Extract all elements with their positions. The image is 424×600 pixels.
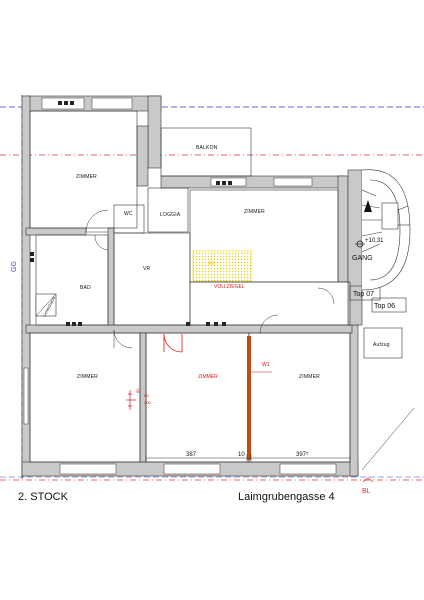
bl-arrow-icon xyxy=(362,477,374,483)
label-loggia: LOGGIA xyxy=(160,212,181,218)
label-zimmer-sw: ZIMMER xyxy=(77,374,98,380)
dimension-397: 397⁵ xyxy=(296,451,309,458)
red-opening-mark xyxy=(126,390,136,410)
new-wall-w1 xyxy=(247,336,251,460)
dimension-line xyxy=(145,454,351,462)
red-door-mark xyxy=(163,333,183,353)
label-bl: BL xyxy=(362,488,371,495)
property-line xyxy=(361,407,415,471)
label-top07: Top 07 xyxy=(353,291,374,298)
label-w1: W1 xyxy=(262,362,270,368)
label-bad: BAD xyxy=(80,285,91,291)
outer-walls xyxy=(21,95,363,477)
address-title: Laimgrubengasse 4 xyxy=(238,491,335,503)
staircase xyxy=(361,169,411,291)
label-zimmer-center: ZIMMER xyxy=(244,209,265,215)
label-vollziegel: VOLLZIEGEL xyxy=(214,284,245,290)
room-outlines xyxy=(29,110,407,463)
windows xyxy=(23,97,337,475)
label-vr: VR xyxy=(143,266,151,272)
light-shaft-diagonal xyxy=(35,293,57,317)
stair-arrow xyxy=(364,200,372,212)
label-elevation: +10,31 xyxy=(365,238,384,244)
door-dimension-2: 200 xyxy=(144,400,151,405)
label-zimmer-red: ZIMMER xyxy=(198,374,218,380)
label-wc: WC xyxy=(124,211,133,217)
door-dimension-3: 80 xyxy=(144,393,149,398)
label-gg: GG xyxy=(11,261,18,272)
label-zimmer-se: ZIMMER xyxy=(299,374,320,380)
label-balkon: BALKON xyxy=(196,145,218,151)
label-gang: GANG xyxy=(352,255,373,262)
label-zimmer-nw: ZIMMER xyxy=(76,174,97,180)
vent-marks xyxy=(30,101,232,326)
dimension-387: 387 xyxy=(186,452,197,458)
label-ab: AB xyxy=(208,261,215,267)
door-dimension-1: 80 xyxy=(135,388,140,393)
label-top06: Top 06 xyxy=(374,303,395,310)
dimension-10: 10 xyxy=(238,452,245,458)
floor-title: 2. STOCK xyxy=(18,491,68,503)
demolition-zone xyxy=(192,250,252,282)
label-aufzug: Aufzug xyxy=(373,342,390,348)
